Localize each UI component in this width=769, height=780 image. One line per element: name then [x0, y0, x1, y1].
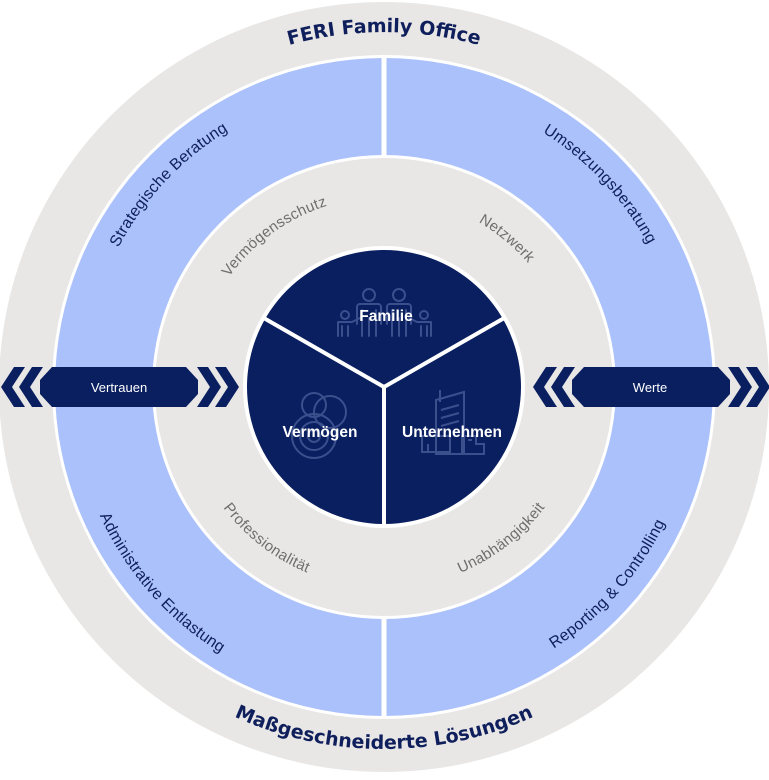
arrow-vertrauen: Vertrauen	[1, 367, 239, 407]
segment-label-familie: Familie	[359, 308, 413, 325]
coins-icon	[291, 392, 347, 459]
building-icon	[421, 390, 485, 455]
arrow-werte: Werte	[533, 367, 769, 407]
chevron-right-icon	[728, 367, 752, 407]
segment-label-unternehmen: Unternehmen	[402, 424, 502, 441]
chevron-left-icon	[19, 367, 43, 407]
family-icon	[337, 288, 432, 337]
chevron-left-icon	[1, 367, 25, 407]
chevron-left-icon	[533, 367, 557, 407]
core-divider-left	[261, 315, 385, 389]
arrow-label-werte: Werte	[633, 380, 667, 395]
chevron-right-icon	[215, 367, 239, 407]
chevron-right-icon	[746, 367, 769, 407]
core-divider-right	[383, 315, 507, 389]
arrow-banner-werte	[572, 367, 730, 407]
arrow-banner-vertrauen	[40, 367, 198, 407]
chevron-right-icon	[197, 367, 221, 407]
segment-label-vermoegen: Vermögen	[283, 424, 358, 441]
chevron-left-icon	[551, 367, 575, 407]
arrow-label-vertrauen: Vertrauen	[91, 380, 147, 395]
